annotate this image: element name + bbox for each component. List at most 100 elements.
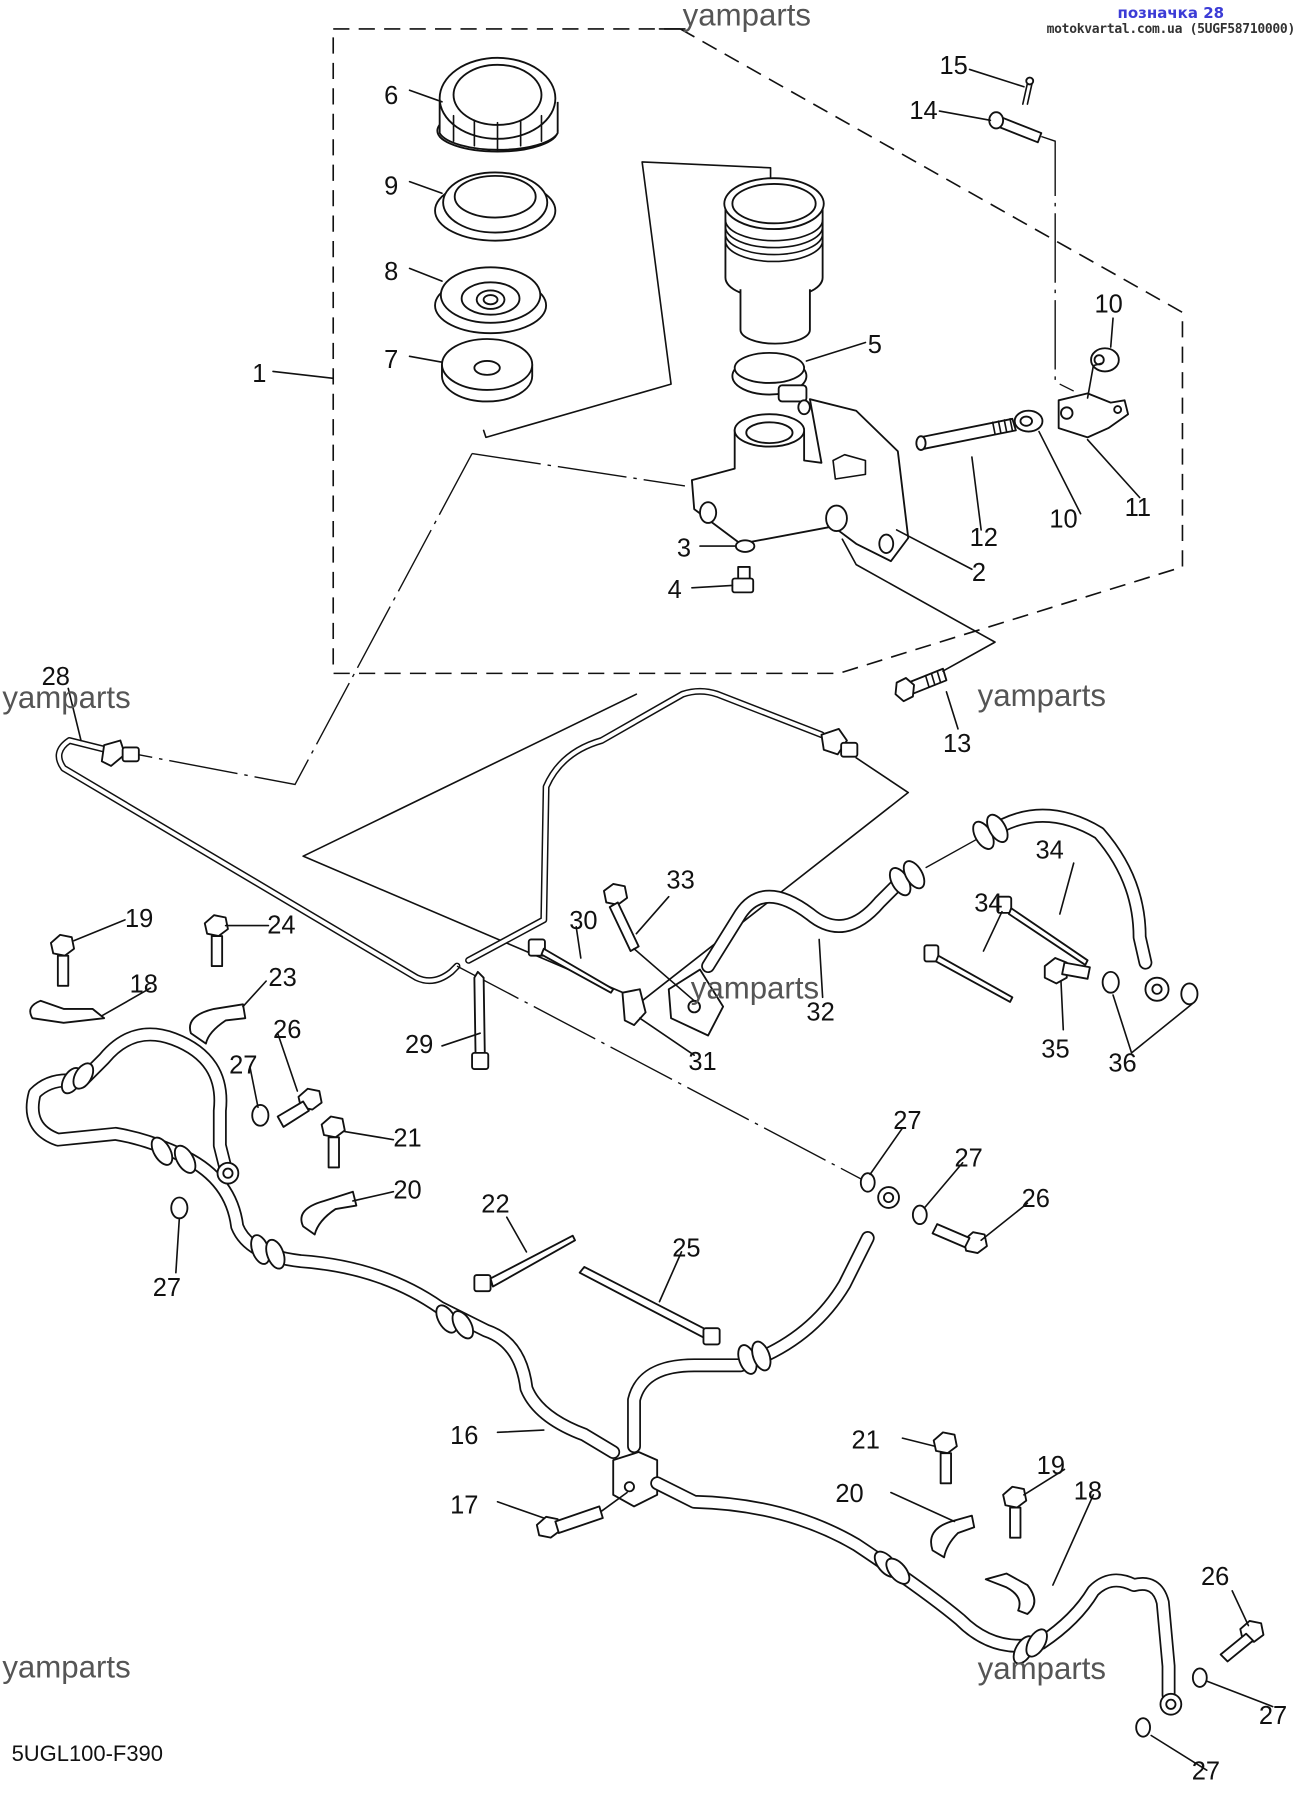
- part-3-washer[interactable]: [734, 539, 756, 553]
- callout-20-right: 20: [835, 1480, 863, 1508]
- part-24-bolt[interactable]: [203, 914, 229, 968]
- callout-8: 8: [384, 258, 398, 286]
- callout-31: 31: [688, 1048, 716, 1076]
- part-10-nut-lower[interactable]: [1013, 409, 1044, 433]
- callout-26-mid: 26: [1022, 1185, 1050, 1213]
- callout-32: 32: [806, 998, 834, 1026]
- part-11-clevis[interactable]: [1057, 392, 1130, 439]
- watermark: yamparts: [978, 1651, 1106, 1686]
- part-brake-pipe-upper[interactable]: [465, 687, 859, 964]
- part-hose-right[interactable]: [650, 1476, 1183, 1716]
- callout-16: 16: [450, 1422, 478, 1450]
- part-12-push-rod[interactable]: [915, 417, 1017, 451]
- part-9-diaphragm-plate[interactable]: [434, 171, 557, 242]
- part-31-block[interactable]: [667, 968, 725, 1037]
- callout-5: 5: [868, 331, 882, 359]
- callout-3: 3: [677, 535, 691, 563]
- part-27-washer-f[interactable]: [1135, 1717, 1151, 1738]
- callout-leaders: [67, 68, 1274, 1772]
- part-27-washer-c[interactable]: [859, 1172, 876, 1193]
- callout-25: 25: [672, 1235, 700, 1263]
- callout-numbers: 6 9 8 7 1 5 3 4 2 12 10 11 10 15 14 13 2…: [42, 52, 1287, 1785]
- part-6-reservoir-cap[interactable]: [436, 56, 559, 153]
- part-27-washer-b[interactable]: [170, 1196, 189, 1220]
- leader-bolt33: [633, 947, 696, 1002]
- part-16-brake-hose[interactable]: [25, 1027, 621, 1459]
- part-27-washer-a[interactable]: [251, 1104, 270, 1127]
- part-21-bolt-left[interactable]: [320, 1115, 346, 1169]
- part-reservoir-body[interactable]: [723, 177, 825, 345]
- reference-tag: позначка 28: [1117, 4, 1225, 22]
- part-26-union-bolt-left[interactable]: [276, 1087, 323, 1128]
- part-19-bolt-left[interactable]: [49, 933, 75, 987]
- part-4-bleed-screw[interactable]: [731, 566, 755, 594]
- part-27-washer-e[interactable]: [1191, 1667, 1208, 1688]
- part-34-cable-tie-b[interactable]: [923, 944, 1014, 1003]
- assembly-frame: [332, 28, 1184, 675]
- part-18-clamp-right[interactable]: [984, 1572, 1036, 1615]
- callout-28: 28: [42, 663, 70, 691]
- callout-20-left: 20: [393, 1177, 421, 1205]
- callout-10-upper: 10: [1095, 290, 1123, 318]
- part-28-brake-pipe[interactable]: [55, 737, 461, 985]
- callout-17: 17: [450, 1491, 478, 1519]
- watermark: yamparts: [691, 970, 819, 1005]
- part-5-hose-clamp[interactable]: [731, 351, 808, 403]
- part-14-pin[interactable]: [988, 111, 1043, 144]
- watermark: yamparts: [2, 680, 130, 715]
- callout-34-b: 34: [974, 890, 1002, 918]
- part-8-diaphragm[interactable]: [434, 266, 548, 335]
- part-2-master-cylinder[interactable]: [690, 398, 910, 563]
- callout-27-f: 27: [1192, 1757, 1220, 1785]
- part-22-cable-tie[interactable]: [473, 1234, 576, 1293]
- callout-27-c: 27: [893, 1107, 921, 1135]
- part-13-bolt[interactable]: [894, 667, 948, 703]
- part-26-union-bolt-right[interactable]: [1219, 1620, 1265, 1663]
- part-15-cotter-pin[interactable]: [1021, 76, 1035, 105]
- part-7-float[interactable]: [441, 338, 534, 403]
- callout-27-a: 27: [229, 1052, 257, 1080]
- part-33-bolt[interactable]: [603, 883, 640, 952]
- callout-27-d: 27: [955, 1144, 983, 1172]
- watermark: yamparts: [978, 678, 1106, 713]
- callout-22: 22: [481, 1191, 509, 1219]
- site-part-number: motokvartal.com.ua (5UGF58710000): [1046, 22, 1296, 37]
- part-19-bolt-right[interactable]: [1002, 1485, 1028, 1539]
- callout-15: 15: [939, 52, 967, 80]
- watermark: yamparts: [2, 1650, 130, 1685]
- page-header: позначка 28 motokvartal.com.ua (5UGF5871…: [1046, 4, 1296, 38]
- part-29-cable-tie[interactable]: [471, 970, 490, 1070]
- callout-34-a: 34: [1036, 836, 1064, 864]
- callout-12: 12: [970, 524, 998, 552]
- part-30-cable-tie[interactable]: [527, 938, 615, 994]
- part-20-clamp-right[interactable]: [930, 1514, 976, 1559]
- part-32-brake-hose[interactable]: [701, 808, 1170, 1002]
- callout-29: 29: [405, 1031, 433, 1059]
- part-17-bolt[interactable]: [535, 1505, 604, 1539]
- part-34-cable-tie-a[interactable]: [996, 895, 1089, 966]
- leader-kit-to-reservoir: [482, 161, 772, 439]
- diagram-code: 5UGL100-F390: [12, 1741, 163, 1766]
- part-27-washer-d[interactable]: [911, 1204, 928, 1226]
- callout-27-b: 27: [153, 1274, 181, 1302]
- callout-26-left: 26: [273, 1016, 301, 1044]
- part-36-washers[interactable]: [1101, 970, 1199, 1006]
- callout-24: 24: [267, 912, 295, 940]
- callout-11: 11: [1125, 494, 1151, 522]
- part-junction-block[interactable]: [612, 1451, 659, 1508]
- callout-9: 9: [384, 172, 398, 200]
- part-10-nut-upper[interactable]: [1090, 347, 1120, 373]
- callout-13: 13: [943, 730, 971, 758]
- callout-21-right: 21: [852, 1427, 880, 1455]
- callout-36: 36: [1108, 1049, 1136, 1077]
- part-hose-front-up[interactable]: [627, 1186, 900, 1454]
- part-20-clamp-left[interactable]: [300, 1190, 358, 1236]
- part-35-union-bolt[interactable]: [1043, 957, 1091, 985]
- leader-pin-to-clevis: [1041, 135, 1075, 392]
- part-23-clamp[interactable]: [189, 1003, 247, 1045]
- part-21-bolt-right[interactable]: [932, 1431, 958, 1485]
- part-18-clamp-left[interactable]: [29, 999, 106, 1024]
- part-25-cable-tie[interactable]: [578, 1265, 721, 1346]
- part-26-union-bolt-mid[interactable]: [931, 1223, 988, 1254]
- leader-bolt13: [841, 538, 996, 672]
